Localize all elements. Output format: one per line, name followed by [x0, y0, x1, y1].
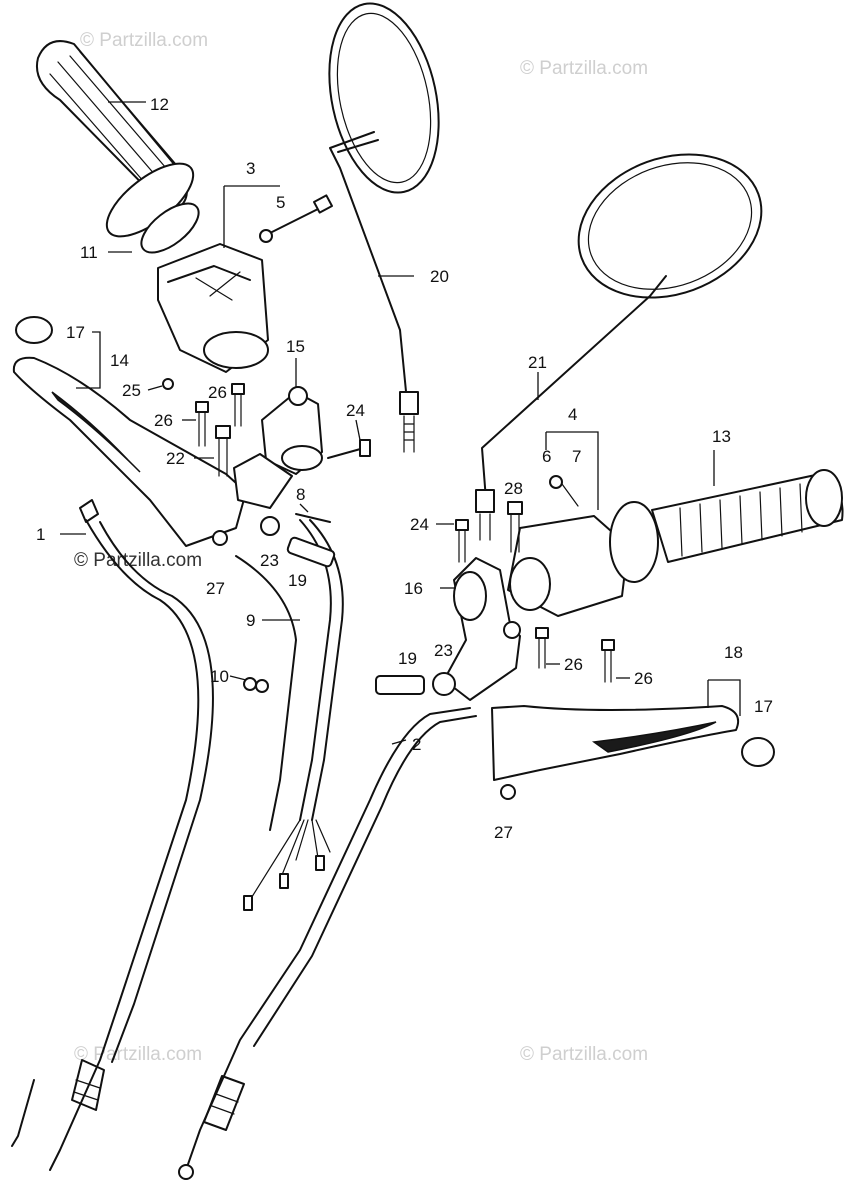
right-mirror: [475, 153, 763, 541]
callout-23: 23: [260, 551, 279, 570]
callout-18: 18: [724, 643, 743, 662]
clutch-cable: [11, 499, 214, 1171]
screw-5: [259, 194, 333, 243]
left-switch-housing: [157, 243, 269, 373]
callout-17: 17: [66, 323, 85, 342]
leader-lines: [60, 101, 741, 745]
callout-20: 20: [430, 267, 449, 286]
callout-26: 26: [208, 383, 227, 402]
right-grip: [609, 469, 844, 583]
right-lever: [491, 705, 775, 781]
callout-10: 10: [210, 667, 229, 686]
left-perch: [233, 386, 323, 509]
watermark: © Partzilla.com: [74, 1044, 202, 1065]
left-lever: [12, 316, 247, 547]
callout-28: 28: [504, 479, 523, 498]
callout-6: 6: [542, 447, 551, 466]
callout-23: 23: [434, 641, 453, 660]
callout-26: 26: [634, 669, 653, 688]
callout-2: 2: [412, 735, 421, 754]
callout-16: 16: [404, 579, 423, 598]
throttle-cable: [178, 707, 477, 1180]
left-mirror: [328, 2, 440, 453]
callout-1: 1: [36, 525, 45, 544]
small-parts: [243, 513, 336, 693]
callout-25: 25: [122, 381, 141, 400]
callout-11: 11: [80, 243, 98, 262]
watermark: © Partzilla.com: [520, 58, 648, 79]
callout-13: 13: [712, 427, 731, 446]
callout-9: 9: [246, 611, 255, 630]
callout-labels: 12 3 5 11 20 17 14 15 25 26 26 24 22 21 …: [36, 95, 773, 842]
callout-5: 5: [276, 193, 285, 212]
watermark: © Partzilla.com: [520, 1044, 648, 1065]
right-perch: [443, 557, 521, 701]
callout-19: 19: [398, 649, 417, 668]
callout-4: 4: [568, 405, 577, 424]
callout-24: 24: [410, 515, 429, 534]
callout-26: 26: [154, 411, 173, 430]
callout-14: 14: [110, 351, 129, 370]
callout-21: 21: [528, 353, 547, 372]
watermark: © Partzilla.com: [74, 550, 202, 571]
callout-27: 27: [206, 579, 225, 598]
callout-15: 15: [286, 337, 305, 356]
callout-3: 3: [246, 159, 255, 178]
right-switch-housing: [507, 475, 629, 617]
callout-19: 19: [288, 571, 307, 590]
wire-harness: [235, 519, 344, 911]
callout-27: 27: [494, 823, 513, 842]
callout-24: 24: [346, 401, 365, 420]
left-grip: [36, 40, 200, 254]
callout-7: 7: [572, 447, 581, 466]
right-bolts: [375, 501, 615, 800]
callout-8: 8: [296, 485, 305, 504]
callout-26: 26: [564, 655, 583, 674]
watermark: © Partzilla.com: [80, 30, 208, 51]
callout-17: 17: [754, 697, 773, 716]
callout-22: 22: [166, 449, 185, 468]
left-bolts: [162, 378, 371, 546]
callout-12: 12: [150, 95, 169, 114]
